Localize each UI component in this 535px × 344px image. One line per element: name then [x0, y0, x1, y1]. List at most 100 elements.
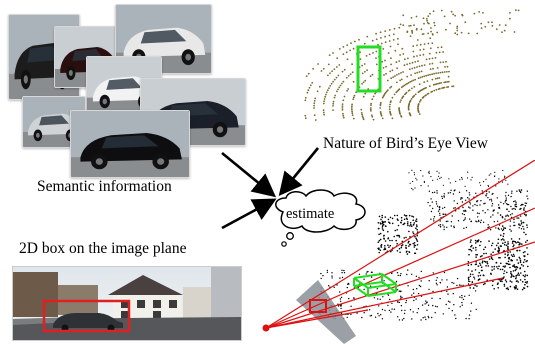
bev-point — [400, 116, 403, 118]
lidar-point — [443, 206, 446, 209]
bev-point — [410, 17, 413, 19]
lidar-point — [470, 310, 472, 312]
bev-point — [414, 61, 417, 63]
bev-point — [326, 89, 329, 92]
lidar-point — [511, 281, 513, 283]
bev-point — [367, 88, 370, 90]
lidar-point — [464, 295, 466, 297]
bev-point — [408, 62, 411, 65]
lidar-point — [358, 273, 361, 275]
bev-point — [509, 17, 511, 20]
lidar-point — [487, 265, 490, 267]
bev-point — [399, 79, 401, 82]
bev-point — [346, 58, 349, 61]
lidar-point — [471, 281, 473, 284]
bev-point — [433, 24, 436, 27]
lidar-point — [468, 198, 470, 200]
lidar-point — [491, 266, 493, 268]
lidar-point — [462, 298, 465, 301]
bev-point — [386, 89, 389, 92]
bev-point — [312, 67, 314, 70]
bev-point — [408, 25, 410, 27]
bev-point — [362, 118, 365, 121]
lidar-point — [505, 287, 508, 290]
lidar-point — [401, 240, 404, 243]
lidar-point — [496, 266, 498, 268]
bev-point — [408, 101, 411, 103]
lidar-point — [495, 262, 498, 264]
bev-point — [337, 88, 339, 91]
bev-point — [410, 98, 413, 100]
bev-point — [407, 106, 410, 109]
lidar-point — [475, 308, 477, 311]
lidar-point — [500, 245, 502, 247]
bev-point — [342, 114, 345, 117]
bev-point — [382, 67, 385, 69]
bev-point — [438, 82, 441, 85]
lidar-point — [448, 307, 450, 310]
lidar-point — [428, 190, 431, 192]
lidar-point — [519, 224, 521, 227]
lidar-point — [401, 296, 403, 299]
lidar-point — [476, 285, 478, 287]
lidar-point — [415, 238, 418, 241]
lidar-point — [506, 203, 509, 206]
bev-point — [421, 64, 423, 67]
lidar-point — [435, 279, 437, 281]
bev-point — [473, 12, 476, 15]
lidar-point — [430, 198, 432, 200]
lidar-point — [486, 193, 488, 195]
bev-point — [339, 84, 342, 87]
bev-point — [369, 75, 372, 78]
bev-point — [503, 29, 506, 32]
bev-point — [388, 29, 391, 31]
lidar-point — [481, 269, 483, 272]
estimate-label: estimate — [286, 206, 335, 222]
lidar-point — [425, 302, 428, 304]
lidar-point — [443, 226, 445, 228]
lidar-point — [504, 279, 507, 281]
bev-point — [329, 85, 332, 87]
lidar-point — [410, 223, 412, 226]
lidar-point — [524, 274, 527, 276]
lidar-point — [413, 299, 415, 302]
lidar-point — [526, 280, 528, 283]
lidar-point — [455, 210, 457, 212]
lidar-point — [433, 218, 435, 220]
bev-point — [392, 76, 394, 78]
3d-box-edge — [381, 281, 397, 293]
lidar-point — [443, 228, 445, 231]
lidar-point — [490, 244, 493, 247]
lidar-point — [516, 217, 518, 219]
lidar-point — [383, 238, 385, 240]
lidar-point — [405, 214, 408, 217]
bev-point — [384, 35, 386, 38]
lidar-point — [469, 241, 472, 243]
lidar-point — [526, 282, 528, 284]
lidar-point — [520, 223, 523, 225]
lidar-point — [498, 228, 500, 231]
lidar-point — [468, 314, 471, 316]
lidar-point — [428, 172, 430, 174]
building-left — [13, 272, 58, 317]
lidar-point — [396, 272, 399, 274]
lidar-point — [339, 291, 341, 293]
lidar-point — [380, 218, 382, 221]
street-image-panel — [12, 266, 242, 341]
lidar-point — [523, 270, 526, 273]
lidar-point — [420, 270, 422, 273]
lidar-point — [397, 316, 399, 318]
bev-point — [430, 91, 433, 93]
lidar-point — [488, 226, 490, 228]
bev-point — [406, 82, 409, 85]
lidar-point — [427, 201, 429, 204]
bev-point — [343, 68, 346, 71]
lidar-point — [507, 245, 509, 248]
lidar-point — [501, 181, 504, 183]
lidar-point — [476, 253, 478, 256]
bev-point — [322, 109, 325, 112]
lidar-point — [478, 212, 480, 215]
lidar-point — [468, 248, 470, 251]
bev-point — [352, 96, 355, 99]
bev-point — [441, 87, 443, 89]
